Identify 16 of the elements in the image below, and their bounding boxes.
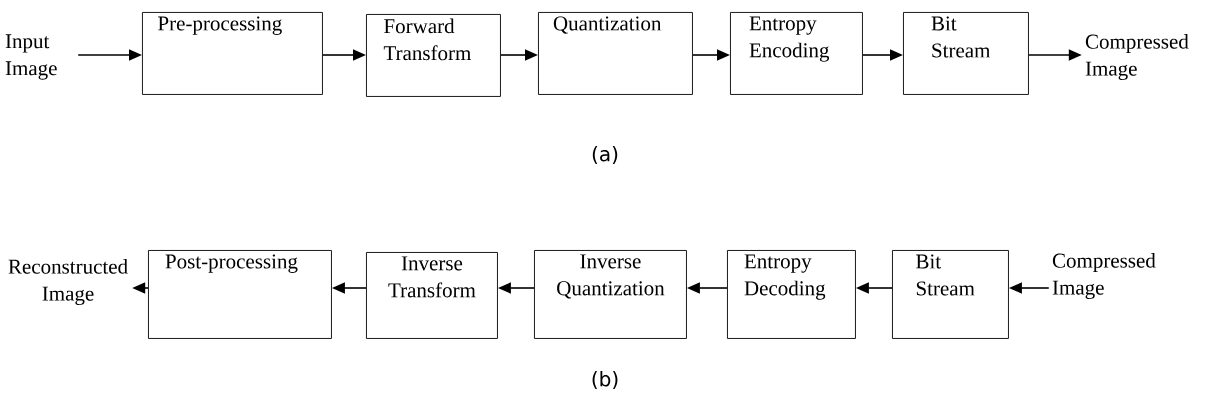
process-box: Quantization [538, 12, 693, 95]
io-label: Compressed Image [1085, 33, 1189, 81]
panel-label: (a) [592, 146, 618, 164]
io-label: Input Image [5, 34, 57, 80]
process-box: Inverse Quantization [534, 250, 687, 339]
process-box: Bit Stream [892, 250, 1009, 339]
io-label: Compressed Image [1052, 252, 1156, 300]
process-box: Bit Stream [903, 12, 1029, 95]
process-box: Inverse Transform [366, 252, 498, 339]
process-box: Post-processing [148, 250, 332, 339]
io-label: Reconstructed Image [8, 258, 128, 306]
process-box: Pre-processing [142, 12, 323, 95]
process-box: Entropy Decoding [727, 250, 856, 339]
process-box: Entropy Encoding [730, 12, 863, 95]
process-box: Forward Transform [366, 14, 501, 97]
panel-label: (b) [592, 371, 618, 389]
